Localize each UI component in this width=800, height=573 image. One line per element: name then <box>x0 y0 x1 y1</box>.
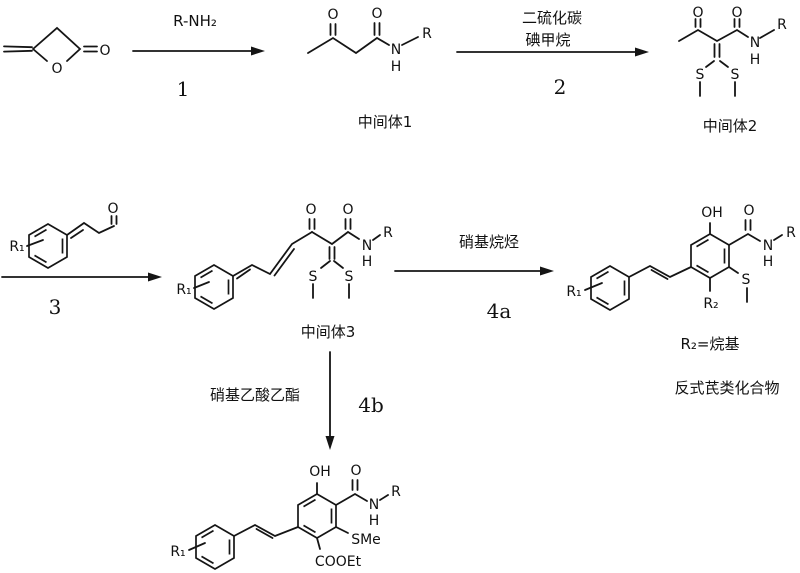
atom-label-r1-group: R₁ <box>170 544 185 560</box>
atom-label-r1-group: R₁ <box>566 284 581 300</box>
atom-label-thiomethyl: SMe <box>351 532 381 548</box>
structure-cinnamaldehyde: O R₁ <box>9 201 119 269</box>
atom-label-sulfur: S <box>309 269 318 285</box>
caption-intermediate3: 中间体3 <box>301 323 356 341</box>
atom-label-r-group: R <box>391 484 401 500</box>
arrow-step3: 3 <box>1 272 162 319</box>
atom-label-sulfur: S <box>696 67 705 83</box>
atom-label-r-group: R <box>777 17 787 33</box>
structure-diketene: O O <box>3 26 111 77</box>
atom-label-r-group: R <box>383 225 393 241</box>
atom-label-sulfur: S <box>742 272 751 288</box>
atom-label-hydroxyl: OH <box>701 205 723 221</box>
caption-intermediate2: 中间体2 <box>703 117 758 135</box>
atom-label-oxygen: O <box>371 6 382 22</box>
atom-label-nitrogen: N <box>369 497 379 513</box>
atom-label-oxygen: O <box>99 43 110 59</box>
atom-label-oxygen: O <box>692 5 703 21</box>
atom-label-oxygen: O <box>327 7 338 23</box>
atom-label-r-group: R <box>786 225 796 241</box>
atom-label-hydrogen: H <box>369 513 380 529</box>
reagent-step4a: 硝基烷烃 <box>459 233 519 251</box>
arrow-step4b: 硝基乙酸乙酯 4b <box>210 351 384 450</box>
step-number-2: 2 <box>554 75 567 99</box>
reagent-step2-line2: 碘甲烷 <box>525 31 570 49</box>
atom-label-hydroxyl: OH <box>309 464 331 480</box>
atom-label-nitrogen: N <box>750 35 760 51</box>
atom-label-oxygen: O <box>731 5 742 21</box>
structure-intermediate3: O O N H R S S R₁ 中间体3 <box>176 202 393 341</box>
atom-label-hydrogen: H <box>391 59 402 75</box>
atom-label-oxygen: O <box>305 202 316 218</box>
atom-label-nitrogen: N <box>391 42 401 58</box>
structure-intermediate1: O O N H R 中间体1 <box>307 6 432 131</box>
step-number-4b: 4b <box>358 393 384 417</box>
step-number-3: 3 <box>49 295 62 319</box>
arrow-step1: R-NH₂ 1 <box>132 12 265 101</box>
atom-label-hydrogen: H <box>362 254 373 270</box>
reagent-step4b: 硝基乙酸乙酯 <box>210 386 300 404</box>
structure-product-4a: OH O N H R S R₂ R₁ R₂=烷基 反式芪类化合物 <box>566 203 796 397</box>
atom-label-oxygen: O <box>107 201 118 217</box>
structure-product-4b: OH O N H R SMe COOEt R₁ <box>170 463 401 570</box>
atom-label-oxygen: O <box>350 463 361 479</box>
arrow-step2: 二硫化碳 碘甲烷 2 <box>456 9 649 99</box>
caption-r2-equals-alkyl: R₂=烷基 <box>680 335 739 353</box>
atom-label-ethyl-ester: COOEt <box>315 554 362 570</box>
caption-intermediate1: 中间体1 <box>358 113 413 131</box>
atom-label-oxygen: O <box>743 203 754 219</box>
atom-label-sulfur: S <box>345 269 354 285</box>
atom-label-nitrogen: N <box>362 238 372 254</box>
atom-label-oxygen: O <box>342 202 353 218</box>
atom-label-r2-group: R₂ <box>703 296 718 312</box>
reagent-step1: R-NH₂ <box>173 12 217 30</box>
caption-trans-stilbene-class: 反式芪类化合物 <box>674 379 779 397</box>
atom-label-nitrogen: N <box>763 238 773 254</box>
arrow-step4a: 硝基烷烃 4a <box>394 233 554 323</box>
atom-label-sulfur: S <box>731 67 740 83</box>
atom-label-hydrogen: H <box>763 254 774 270</box>
step-number-4a: 4a <box>487 299 512 323</box>
step-number-1: 1 <box>177 77 190 101</box>
atom-label-ring-oxygen: O <box>51 61 62 77</box>
reagent-step2-line1: 二硫化碳 <box>522 9 582 27</box>
atom-label-r1-group: R₁ <box>176 282 191 298</box>
atom-label-r-group: R <box>422 26 432 42</box>
structure-intermediate2: O O R N H S S 中间体2 <box>678 5 787 135</box>
atom-label-hydrogen: H <box>750 52 761 68</box>
atom-label-r1-group: R₁ <box>9 239 24 255</box>
